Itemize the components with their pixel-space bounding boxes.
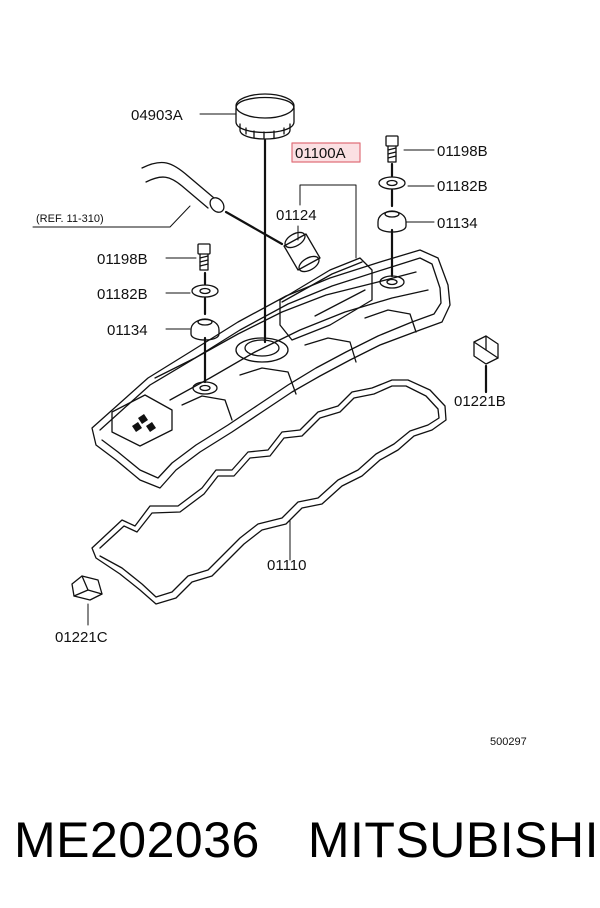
part-labels: 04903A 01100A (REF. 11-310) 01124 01198B…	[36, 107, 527, 748]
rocker-cover	[91, 249, 451, 489]
gasket	[91, 379, 447, 605]
washer-right	[378, 176, 406, 190]
label-04903A: 04903A	[131, 107, 183, 124]
part-number: ME202036	[14, 812, 260, 868]
label-01124: 01124	[276, 207, 317, 224]
breather-hose	[141, 161, 225, 213]
label-diagram-number: 500297	[490, 736, 527, 748]
end-seal-left	[71, 575, 103, 601]
grommet-left	[190, 318, 220, 341]
washer-left	[191, 284, 219, 298]
oil-filler-cap	[235, 93, 295, 140]
label-01221B: 01221B	[454, 393, 506, 410]
grommet-right	[377, 210, 407, 233]
bolt-left	[197, 243, 211, 271]
label-01110: 01110	[267, 557, 307, 574]
label-01182B-left: 01182B	[97, 286, 148, 303]
label-01198B-left: 01198B	[97, 251, 148, 268]
label-01134-right: 01134	[437, 215, 478, 232]
label-ref: (REF. 11-310)	[36, 213, 104, 225]
part-caption: ME202036 MITSUBISHI	[14, 805, 598, 875]
breather-pipe	[283, 231, 321, 273]
label-01198B-right: 01198B	[437, 143, 488, 160]
three-diamond-logo	[132, 414, 156, 432]
leader-lines	[32, 113, 435, 626]
exploded-parts-diagram: 04903A 01100A (REF. 11-310) 01124 01198B…	[32, 93, 527, 748]
bolt-right	[385, 135, 399, 163]
end-seal-right	[473, 335, 499, 365]
label-01221C: 01221C	[55, 629, 108, 646]
highlight-box	[291, 142, 361, 163]
label-01182B-right: 01182B	[437, 178, 488, 195]
label-01134-left: 01134	[107, 322, 148, 339]
brand-name: MITSUBISHI	[307, 812, 599, 868]
center-lines	[203, 138, 488, 394]
label-01100A: 01100A	[295, 145, 346, 162]
